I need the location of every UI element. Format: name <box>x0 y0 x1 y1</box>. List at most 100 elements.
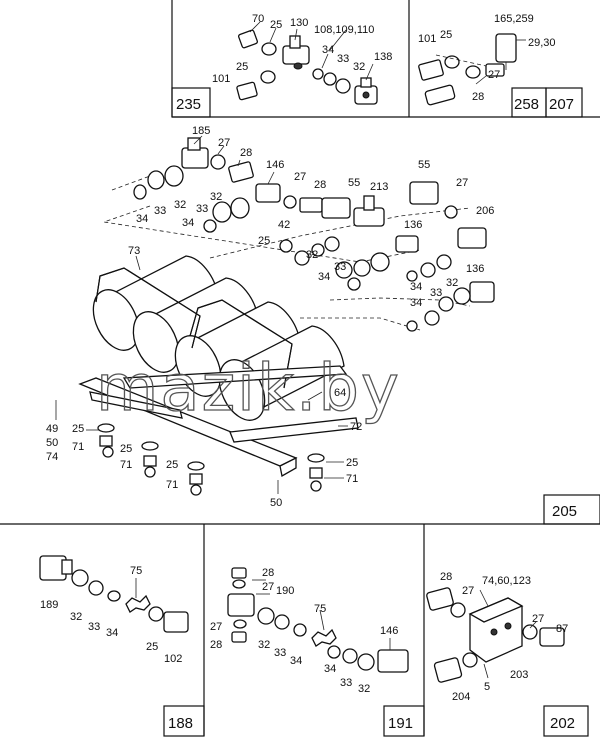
svg-text:71: 71 <box>120 459 132 471</box>
svg-text:258: 258 <box>514 96 539 113</box>
svg-text:87: 87 <box>556 623 568 635</box>
svg-text:136: 136 <box>404 219 422 231</box>
svg-text:32: 32 <box>70 611 82 623</box>
watermark: mazik.by <box>96 352 401 426</box>
panel-bottom-mid-labels: 28 27 190 27 28 32 33 34 75 146 34 33 32 <box>210 567 398 695</box>
svg-text:204: 204 <box>452 691 470 703</box>
svg-text:108,109,110: 108,109,110 <box>314 24 374 36</box>
ref-box-258[interactable]: 258 <box>511 87 547 118</box>
drain-valve-2 <box>141 441 159 478</box>
svg-text:25: 25 <box>236 61 248 73</box>
svg-text:71: 71 <box>166 479 178 491</box>
svg-text:33: 33 <box>88 621 100 633</box>
ref-box-202[interactable]: 202 <box>543 705 589 737</box>
svg-text:71: 71 <box>72 441 84 453</box>
svg-text:34: 34 <box>318 271 330 283</box>
svg-text:55: 55 <box>348 177 360 189</box>
svg-text:34: 34 <box>290 655 302 667</box>
svg-text:28: 28 <box>440 571 452 583</box>
svg-text:34: 34 <box>410 281 422 293</box>
svg-text:25: 25 <box>72 423 84 435</box>
panel-bottom-mid-parts <box>227 567 409 673</box>
svg-text:70: 70 <box>252 13 264 25</box>
svg-text:25: 25 <box>258 235 270 247</box>
svg-text:32: 32 <box>174 199 186 211</box>
svg-text:34: 34 <box>136 213 148 225</box>
svg-text:189: 189 <box>40 599 58 611</box>
svg-text:213: 213 <box>370 181 388 193</box>
svg-text:25: 25 <box>120 443 132 455</box>
svg-text:5: 5 <box>484 681 490 693</box>
svg-text:206: 206 <box>476 205 494 217</box>
svg-text:42: 42 <box>278 219 290 231</box>
svg-text:75: 75 <box>130 565 142 577</box>
svg-text:25: 25 <box>270 19 282 31</box>
svg-text:32: 32 <box>446 277 458 289</box>
panel-bottom-right-parts <box>426 587 565 683</box>
svg-text:27: 27 <box>218 137 230 149</box>
svg-text:27: 27 <box>456 177 468 189</box>
svg-text:32: 32 <box>210 191 222 203</box>
svg-text:64: 64 <box>334 387 346 399</box>
svg-text:75: 75 <box>314 603 326 615</box>
svg-text:25: 25 <box>166 459 178 471</box>
svg-text:202: 202 <box>550 715 575 732</box>
svg-text:55: 55 <box>418 159 430 171</box>
panel-top-right-labels: 165,259 101 25 29,30 27 28 <box>418 13 556 103</box>
ref-box-205[interactable]: 205 <box>543 494 600 525</box>
svg-text:33: 33 <box>340 677 352 689</box>
svg-text:146: 146 <box>380 625 398 637</box>
svg-text:27: 27 <box>294 171 306 183</box>
svg-text:28: 28 <box>314 179 326 191</box>
svg-text:27: 27 <box>488 69 500 81</box>
drain-valve-4 <box>307 453 325 492</box>
svg-text:27: 27 <box>262 581 274 593</box>
svg-text:71: 71 <box>346 473 358 485</box>
svg-text:32: 32 <box>358 683 370 695</box>
svg-text:33: 33 <box>430 287 442 299</box>
mounting-frame <box>78 365 359 478</box>
svg-text:28: 28 <box>262 567 274 579</box>
svg-text:33: 33 <box>334 261 346 273</box>
svg-text:207: 207 <box>549 96 574 113</box>
ref-box-188[interactable]: 188 <box>163 705 205 737</box>
svg-text:188: 188 <box>168 715 193 732</box>
svg-text:34: 34 <box>324 663 336 675</box>
svg-text:101: 101 <box>418 33 436 45</box>
svg-text:235: 235 <box>176 96 201 113</box>
svg-text:74: 74 <box>46 451 58 463</box>
svg-text:25: 25 <box>146 641 158 653</box>
svg-text:102: 102 <box>164 653 182 665</box>
svg-text:34: 34 <box>106 627 118 639</box>
ref-box-207[interactable]: 207 <box>545 87 583 118</box>
svg-text:50: 50 <box>46 437 58 449</box>
svg-text:25: 25 <box>440 29 452 41</box>
svg-text:27: 27 <box>532 613 544 625</box>
svg-text:27: 27 <box>462 585 474 597</box>
svg-text:33: 33 <box>274 647 286 659</box>
svg-text:27: 27 <box>210 621 222 633</box>
panel-top-left-parts <box>236 21 378 105</box>
ref-box-191[interactable]: 191 <box>383 705 425 737</box>
svg-text:73: 73 <box>128 245 140 257</box>
main-labels: 185 27 28 146 27 28 55 213 55 27 206 32 … <box>46 125 494 509</box>
svg-text:165,259: 165,259 <box>494 13 534 25</box>
svg-text:191: 191 <box>388 715 413 732</box>
svg-text:101: 101 <box>212 73 230 85</box>
svg-text:34: 34 <box>410 297 422 309</box>
ref-box-235[interactable]: 235 <box>171 87 211 118</box>
main-assembly <box>55 135 495 496</box>
svg-text:34: 34 <box>322 44 334 56</box>
svg-text:28: 28 <box>472 91 484 103</box>
svg-text:32: 32 <box>306 249 318 261</box>
tank-1 <box>92 255 219 351</box>
svg-text:130: 130 <box>290 17 308 29</box>
drain-valve-1 <box>97 423 115 458</box>
panel-bottom-left-parts <box>39 555 189 633</box>
svg-text:203: 203 <box>510 669 528 681</box>
svg-text:25: 25 <box>346 457 358 469</box>
svg-text:185: 185 <box>192 125 210 137</box>
svg-text:28: 28 <box>210 639 222 651</box>
